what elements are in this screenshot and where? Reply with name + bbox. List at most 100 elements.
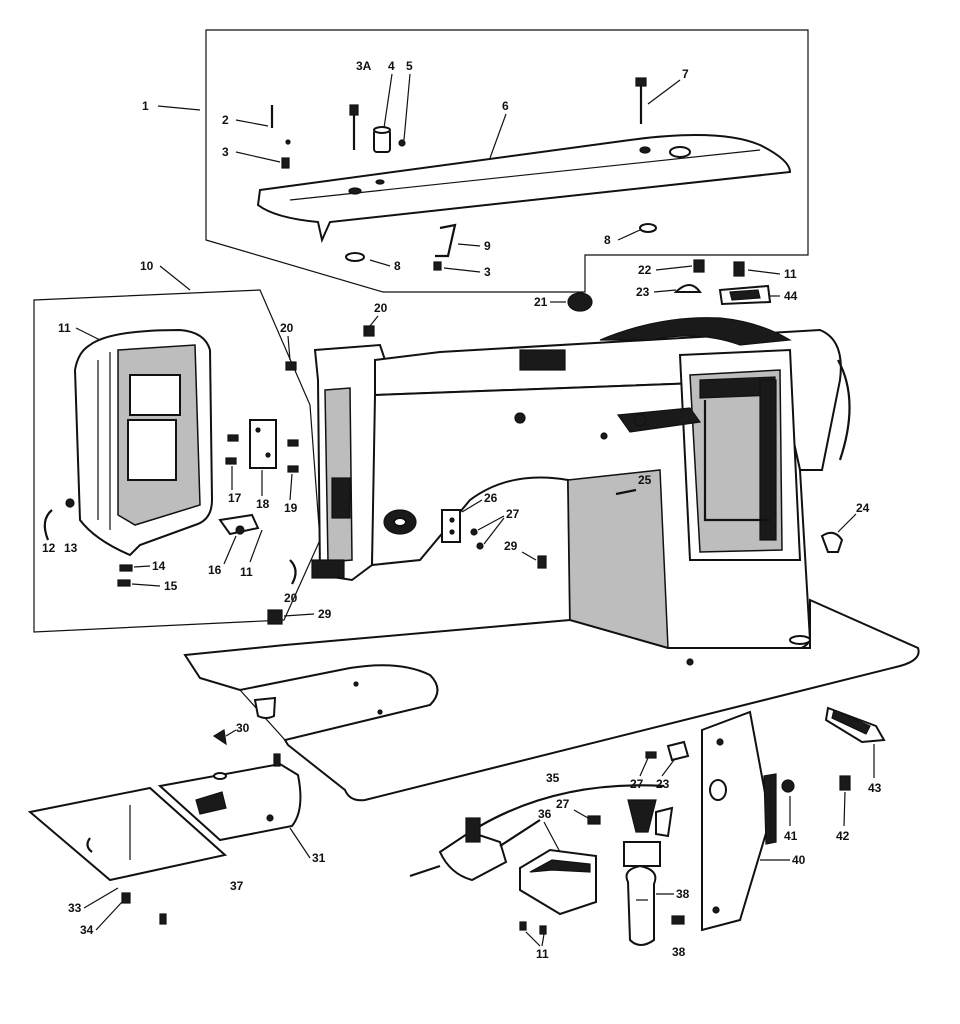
knob-21: [567, 292, 593, 312]
plate-40: [701, 710, 777, 932]
screws-27: [470, 528, 484, 550]
label-8a: 8: [394, 259, 401, 273]
thread-guide-26: [441, 509, 461, 543]
screw-7: [635, 77, 647, 124]
bulb-38: [625, 864, 657, 946]
screw-41: [781, 779, 795, 793]
label-29a: 29: [504, 539, 518, 553]
pin-20a: [363, 325, 375, 337]
pin-20b: [285, 361, 297, 371]
label-29b: 29: [318, 607, 332, 621]
throat-plate-33: [27, 786, 228, 882]
screws-11d: [519, 921, 547, 935]
label-22: 22: [638, 263, 652, 277]
label-3b: 3: [484, 265, 491, 279]
label-27a: 27: [506, 507, 520, 521]
label-10: 10: [140, 259, 154, 273]
label-3a: 3: [222, 145, 229, 159]
felt-8a: [345, 252, 365, 262]
bracket-18: [249, 419, 277, 469]
label-20b: 20: [280, 321, 294, 335]
nut-3: [281, 157, 290, 169]
face-cover-part: [73, 328, 214, 557]
label-37: 37: [230, 879, 244, 893]
label-15: 15: [164, 579, 178, 593]
label-36: 36: [538, 807, 552, 821]
pin-20c: [289, 559, 297, 585]
machine-head: [311, 317, 851, 652]
bracket-9: [435, 223, 457, 258]
label-11: 11: [58, 321, 71, 335]
label-13: 13: [64, 541, 78, 555]
label-44: 44: [784, 289, 798, 303]
screws-17: [225, 434, 239, 465]
felt-8b: [639, 223, 657, 233]
screw-29a: [537, 555, 547, 569]
label-3A: 3A: [356, 59, 372, 73]
screw-13: [65, 498, 75, 508]
label-14: 14: [152, 559, 166, 573]
screws-19: [287, 439, 299, 473]
label-16: 16: [208, 563, 222, 577]
screw-small: [159, 913, 167, 925]
screw-34: [121, 892, 131, 904]
foot-24: [820, 531, 844, 553]
label-24: 24: [856, 501, 870, 515]
label-35: 35: [546, 771, 560, 785]
label-5: 5: [406, 59, 413, 73]
label-1: 1: [142, 99, 149, 113]
screw-27c: [587, 815, 601, 825]
screw-38b: [671, 915, 685, 925]
top-cover-group-box: [205, 29, 809, 293]
label-41: 41: [784, 829, 798, 843]
label-7: 7: [682, 67, 689, 81]
washer-5: [398, 139, 406, 147]
label-33: 33: [68, 901, 82, 915]
screw-11c: [733, 261, 745, 277]
cap-4: [373, 126, 391, 153]
label-40: 40: [792, 853, 806, 867]
label-11c: 11: [784, 267, 797, 281]
screw-42: [839, 775, 851, 791]
nut-3b: [433, 261, 442, 271]
label-17a: 17: [228, 491, 242, 505]
label-6: 6: [502, 99, 509, 113]
bed-plate: [183, 598, 920, 802]
label-25: 25: [638, 473, 652, 487]
hinge-43: [824, 706, 886, 744]
plate-44: [718, 284, 772, 306]
label-4: 4: [388, 59, 395, 73]
label-27c: 27: [630, 777, 644, 791]
label-43: 43: [868, 781, 882, 795]
label-21: 21: [534, 295, 548, 309]
label-2: 2: [222, 113, 229, 127]
label-26: 26: [484, 491, 498, 505]
label-20c: 20: [284, 591, 298, 605]
label-31: 31: [312, 851, 326, 865]
lever-16: [218, 513, 260, 536]
label-38a: 38: [676, 887, 690, 901]
label-38b: 38: [672, 945, 686, 959]
label-23b: 23: [656, 777, 670, 791]
receptacle-36: [519, 848, 597, 916]
screw-22: [693, 259, 705, 273]
top-cover-part: [256, 134, 792, 244]
label-11d: 11: [536, 947, 549, 961]
clip-23b: [666, 740, 690, 762]
screw-25: [615, 488, 637, 496]
screw-29b: [267, 609, 283, 625]
label-27b: 27: [556, 797, 570, 811]
label-23a: 23: [636, 285, 650, 299]
label-20a: 20: [374, 301, 388, 315]
screw-30: [212, 729, 227, 746]
label-9: 9: [484, 239, 491, 253]
screws-14-15: [117, 564, 133, 587]
lamp-part-12: [43, 509, 53, 541]
label-8b: 8: [604, 233, 611, 247]
foot-control-35: [409, 784, 665, 882]
label-30: 30: [236, 721, 250, 735]
screw-3a: [349, 104, 359, 150]
lamp-socket: [623, 799, 674, 867]
label-12: 12: [42, 541, 56, 555]
